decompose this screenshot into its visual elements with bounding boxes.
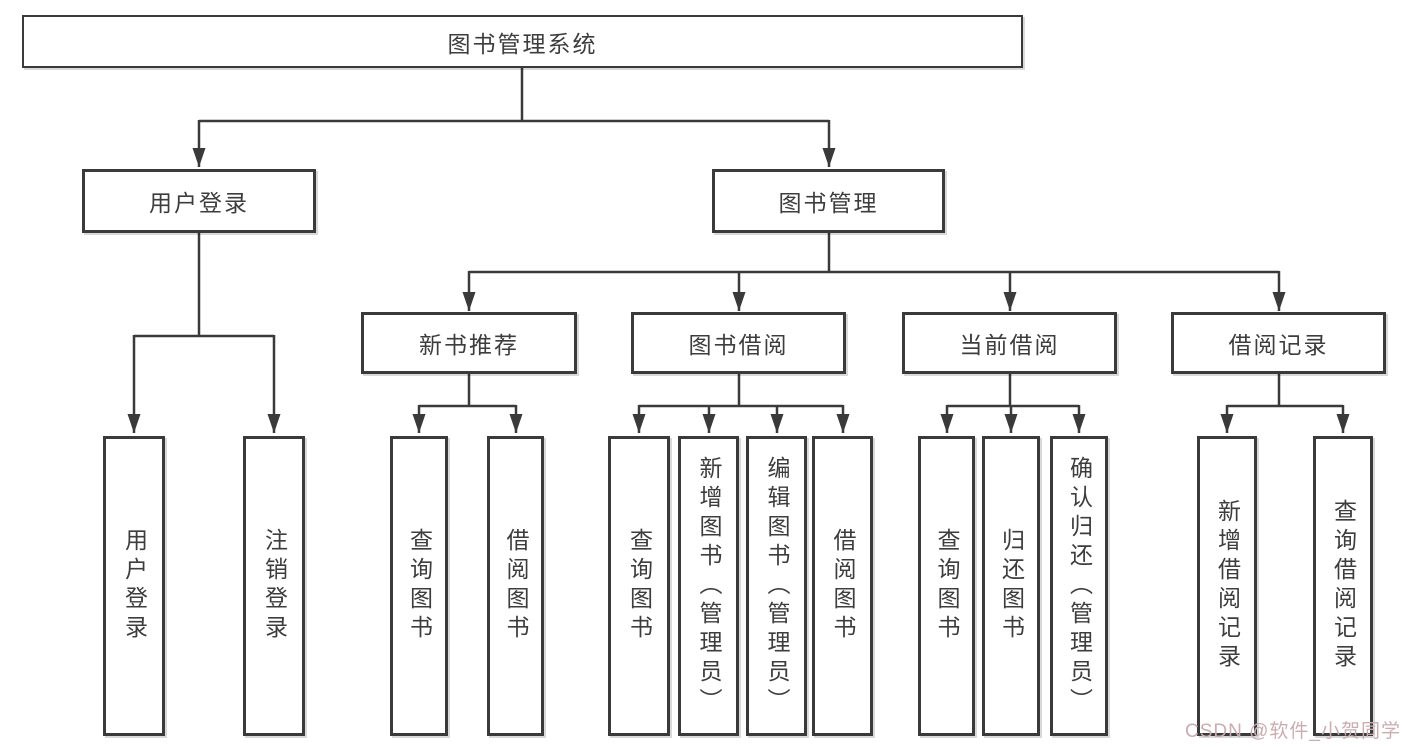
leaf-records-add-label: 新增借阅记录 xyxy=(1214,499,1241,673)
leaf-current-confirm-label: 确认归还（管理员） xyxy=(1066,455,1093,717)
connector-current-borrow-trunk xyxy=(947,374,1079,408)
leaf-newbooks-query: 查询图书 xyxy=(390,436,448,736)
connector-borrow-records-trunk xyxy=(1227,374,1343,408)
node-book-borrow: 图书借阅 xyxy=(631,312,846,374)
node-root: 图书管理系统 xyxy=(22,15,1023,68)
node-borrow-records: 借阅记录 xyxy=(1171,312,1386,374)
connector-root-trunk xyxy=(199,67,829,123)
leaf-logout-label: 注销登录 xyxy=(261,528,288,644)
connector-new-books-trunk xyxy=(419,374,516,408)
leaf-user-login: 用户登录 xyxy=(103,436,165,736)
leaf-current-query: 查询图书 xyxy=(918,436,975,736)
node-current-borrow: 当前借阅 xyxy=(902,312,1117,374)
leaf-borrow-add: 新增图书（管理员） xyxy=(678,436,739,736)
node-new-books: 新书推荐 xyxy=(361,312,577,374)
leaf-newbooks-borrow-label: 借阅图书 xyxy=(503,528,529,644)
leaf-current-confirm: 确认归还（管理员） xyxy=(1050,436,1108,736)
leaf-current-return-label: 归还图书 xyxy=(998,528,1025,644)
leaf-user-login-label: 用户登录 xyxy=(121,528,148,644)
leaf-newbooks-borrow: 借阅图书 xyxy=(487,436,544,736)
watermark: CSDN @软件_小贺同学 xyxy=(1185,721,1401,742)
leaf-borrow-query-label: 查询图书 xyxy=(626,528,653,644)
connector-book-mgmt-trunk xyxy=(469,232,1279,274)
leaf-borrow-query: 查询图书 xyxy=(608,436,670,736)
leaf-records-query-label: 查询借阅记录 xyxy=(1330,499,1357,673)
node-book-mgmt: 图书管理 xyxy=(712,169,945,233)
leaf-borrow-edit: 编辑图书（管理员） xyxy=(746,436,807,736)
leaf-newbooks-query-label: 查询图书 xyxy=(406,528,433,644)
leaf-borrow-edit-label: 编辑图书（管理员） xyxy=(764,455,790,717)
leaf-borrow-borrow-label: 借阅图书 xyxy=(830,528,856,644)
leaf-borrow-borrow: 借阅图书 xyxy=(812,436,873,736)
connector-user-login-trunk xyxy=(134,232,274,338)
leaf-borrow-add-label: 新增图书（管理员） xyxy=(696,455,722,717)
leaf-current-query-label: 查询图书 xyxy=(934,528,960,644)
leaf-current-return: 归还图书 xyxy=(982,436,1040,736)
leaf-records-add: 新增借阅记录 xyxy=(1197,436,1257,736)
node-user-login: 用户登录 xyxy=(82,169,316,233)
leaf-logout: 注销登录 xyxy=(243,436,305,736)
connector-book-borrow-trunk xyxy=(639,374,843,408)
leaf-records-query: 查询借阅记录 xyxy=(1313,436,1373,736)
